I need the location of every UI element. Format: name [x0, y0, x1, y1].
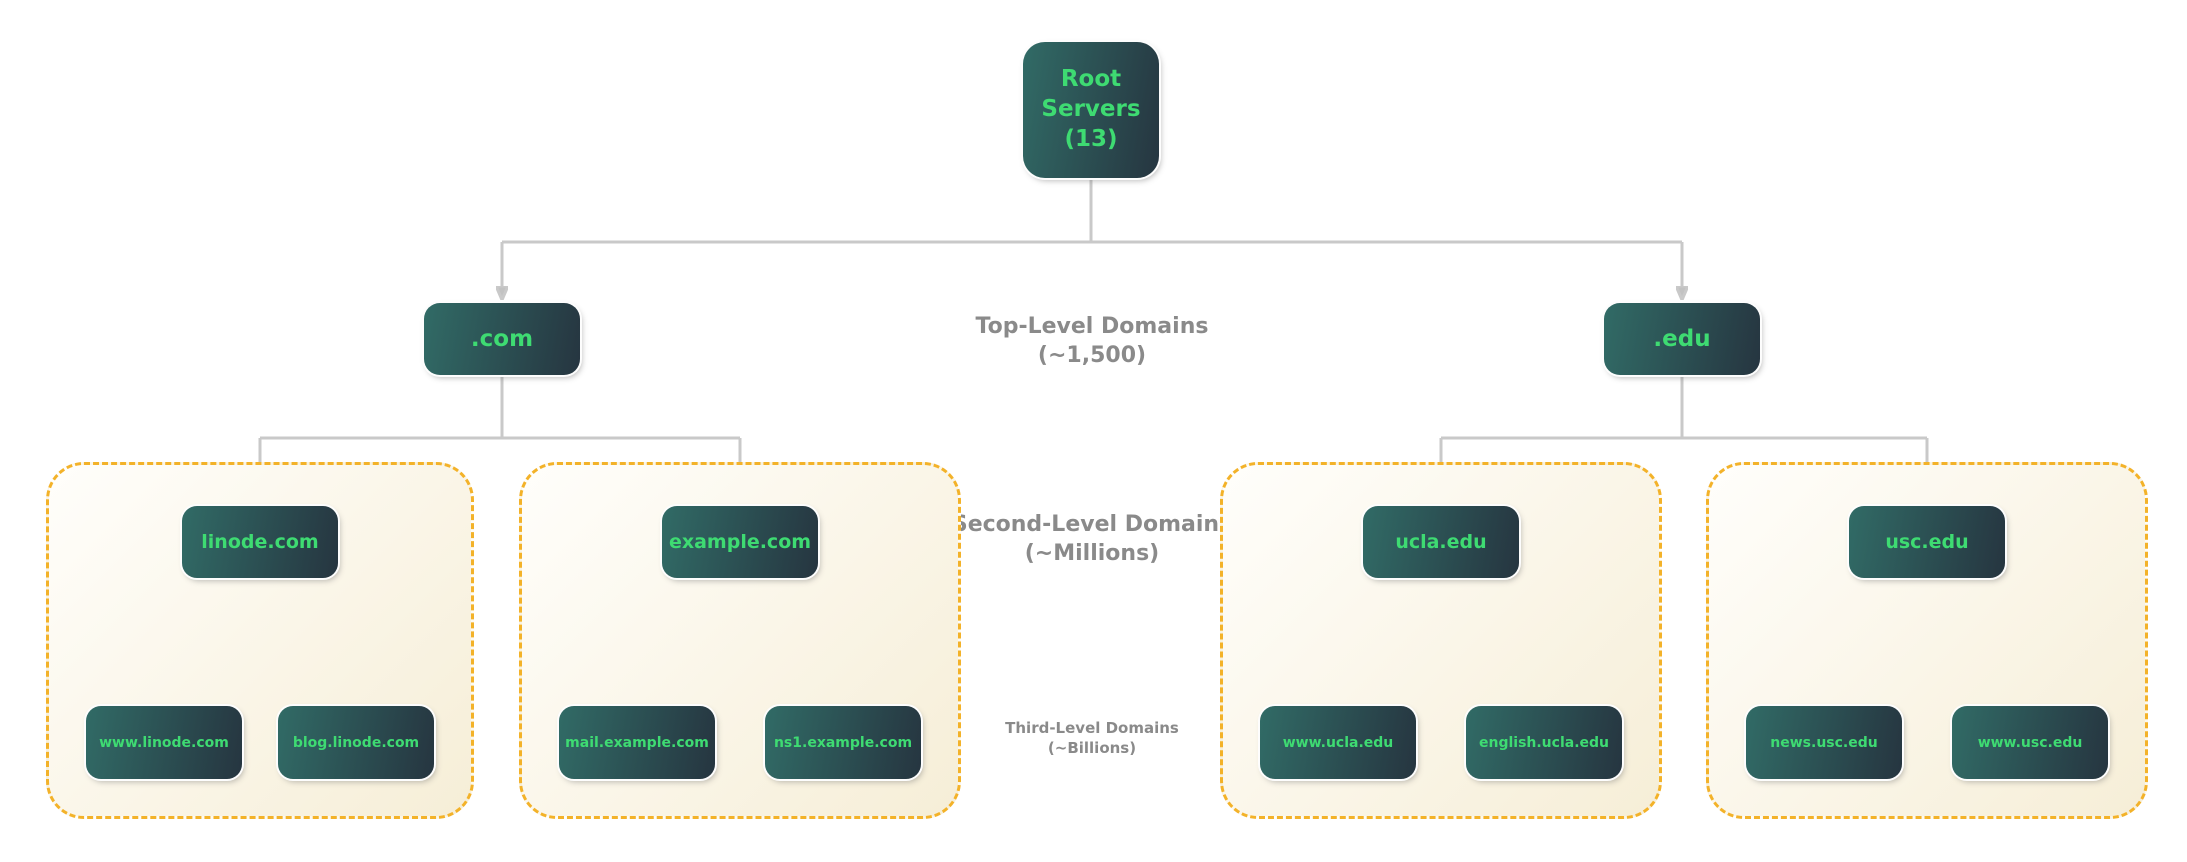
sld-node-example-com: example.com — [662, 506, 818, 578]
third-level-label: Third-Level Domains (~Billions) — [942, 718, 1242, 758]
sld-node-ucla-edu: ucla.edu — [1363, 506, 1519, 578]
sld-node-usc-edu: usc.edu — [1849, 506, 2005, 578]
third-node-blog-linode-com: blog.linode.com — [278, 706, 434, 779]
third-node-mail-example-com: mail.example.com — [559, 706, 715, 779]
third-node-www-usc-edu: www.usc.edu — [1952, 706, 2108, 779]
third-node-english-ucla-edu: english.ucla.edu — [1466, 706, 1622, 779]
third-node-www-ucla-edu: www.ucla.edu — [1260, 706, 1416, 779]
level-count: (~1,500) — [1037, 343, 1147, 368]
domain-group-ucla: ucla.edu www.ucla.edu english.ucla.edu — [1220, 462, 1662, 819]
sld-node-linode-com: linode.com — [182, 506, 338, 578]
level-count: (~Millions) — [1024, 541, 1160, 566]
tld-node-edu: .edu — [1604, 303, 1760, 375]
third-node-news-usc-edu: news.usc.edu — [1746, 706, 1902, 779]
level-title: Second-Level Domains — [951, 512, 1233, 537]
tld-level-label: Top-Level Domains (~1,500) — [892, 312, 1292, 370]
level-title: Third-Level Domains — [1005, 719, 1179, 737]
tld-node-com: .com — [424, 303, 580, 375]
root-servers-node: Root Servers (13) — [1023, 42, 1159, 178]
domain-group-usc: usc.edu news.usc.edu www.usc.edu — [1706, 462, 2148, 819]
level-title: Top-Level Domains — [975, 314, 1209, 339]
level-count: (~Billions) — [1047, 739, 1137, 757]
domain-group-example: example.com mail.example.com ns1.example… — [519, 462, 961, 819]
third-node-ns1-example-com: ns1.example.com — [765, 706, 921, 779]
third-node-www-linode-com: www.linode.com — [86, 706, 242, 779]
sld-level-label: Second-Level Domains (~Millions) — [892, 510, 1292, 568]
domain-group-linode: linode.com www.linode.com blog.linode.co… — [46, 462, 474, 819]
